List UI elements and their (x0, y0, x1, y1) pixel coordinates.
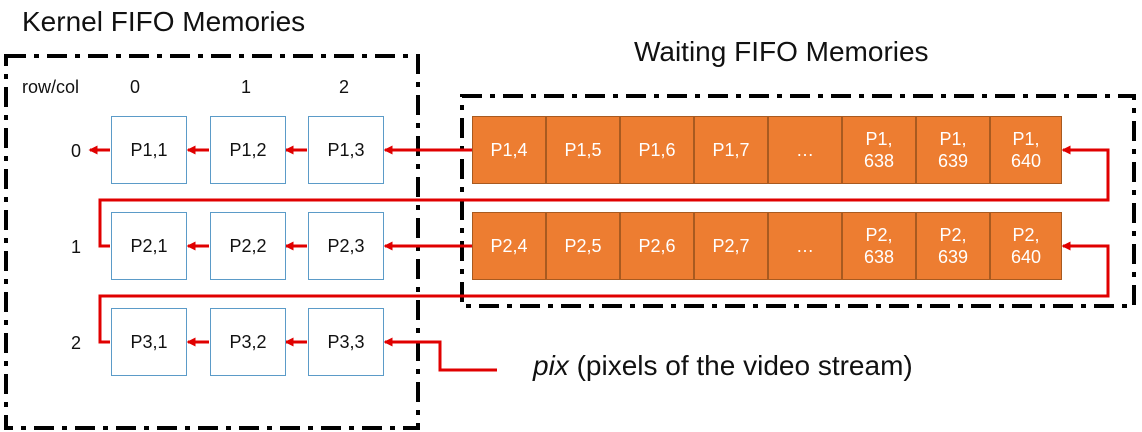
waiting-cell-p2-6: P2,6 (620, 212, 694, 280)
kernel-cell-p2-3: P2,3 (308, 212, 384, 280)
waiting-cell-p2-639: P2, 639 (916, 212, 990, 280)
kernel-cell-p2-1: P2,1 (111, 212, 187, 280)
waiting-cell-p2-4: P2,4 (472, 212, 546, 280)
waiting-cell-p1-638: P1, 638 (842, 116, 916, 184)
waiting-cell-p1-5: P1,5 (546, 116, 620, 184)
waiting-cell-p2-640: P2, 640 (990, 212, 1062, 280)
row-label-2: 2 (71, 333, 82, 353)
waiting-cell-ellipsis-1: … (768, 116, 842, 184)
row-label-0: 0 (71, 141, 82, 161)
col-header-1: 1 (241, 77, 252, 97)
kernel-cell-p3-2: P3,2 (210, 308, 286, 376)
waiting-cell-p2-7: P2,7 (694, 212, 768, 280)
arrow-pix-input-to-p33 (383, 337, 497, 372)
row-col-label: row/col (22, 77, 80, 97)
arrow-p31-wrap-to-p240 (98, 241, 1110, 344)
col-header-2: 2 (339, 77, 350, 97)
pixel-stream-label: pix (pixels of the video stream) (533, 352, 913, 380)
pix-name: pix (533, 350, 569, 381)
waiting-cell-ellipsis-2: … (768, 212, 842, 280)
arrow-p21-wrap-to-p140 (98, 145, 1110, 248)
kernel-cell-p2-2: P2,2 (210, 212, 286, 280)
row-label-1: 1 (71, 237, 82, 257)
kernel-cell-p1-3: P1,3 (308, 116, 384, 184)
waiting-cell-p1-4: P1,4 (472, 116, 546, 184)
kernel-cell-p1-2: P1,2 (210, 116, 286, 184)
waiting-cell-p2-638: P2, 638 (842, 212, 916, 280)
waiting-cell-p1-640: P1, 640 (990, 116, 1062, 184)
col-header-0: 0 (130, 77, 141, 97)
pix-description: (pixels of the video stream) (568, 350, 913, 381)
waiting-cell-p2-5: P2,5 (546, 212, 620, 280)
kernel-fifo-frame (4, 54, 420, 430)
kernel-cell-p3-3: P3,3 (308, 308, 384, 376)
kernel-cell-p1-1: P1,1 (111, 116, 187, 184)
kernel-cell-p3-1: P3,1 (111, 308, 187, 376)
waiting-cell-p1-7: P1,7 (694, 116, 768, 184)
waiting-fifo-title: Waiting FIFO Memories (634, 36, 929, 67)
waiting-cell-p1-6: P1,6 (620, 116, 694, 184)
waiting-cell-p1-639: P1, 639 (916, 116, 990, 184)
kernel-fifo-title: Kernel FIFO Memories (22, 6, 306, 37)
